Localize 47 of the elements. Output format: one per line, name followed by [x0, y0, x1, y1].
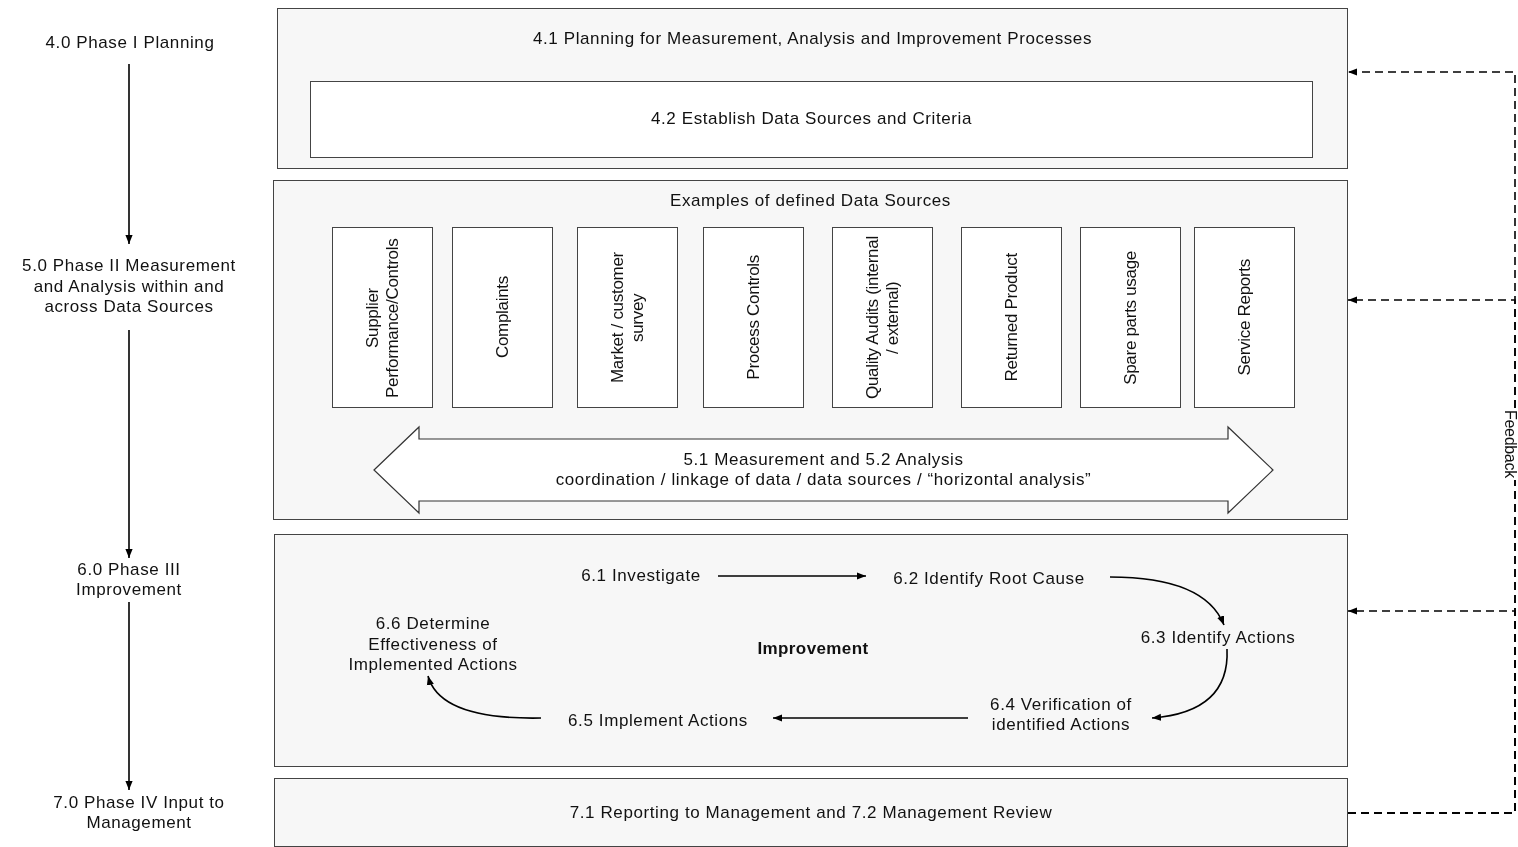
- phase-label: 4.0 Phase I Planning: [44, 32, 216, 54]
- step-label: 6.4 Verification of identified Actions: [989, 694, 1133, 736]
- process-box: [310, 81, 1313, 158]
- vertical-label: Market / customer survey: [607, 251, 648, 385]
- arrow: [1109, 576, 1225, 626]
- data-source-box: [332, 227, 433, 408]
- phase-panel: [273, 180, 1348, 520]
- step-label: 6.5 Implement Actions: [567, 710, 749, 732]
- arrow: [125, 601, 133, 791]
- vertical-label: Supplier Performance/Controls: [362, 236, 403, 400]
- panel-heading: Improvement: [756, 639, 870, 660]
- data-source-box: [452, 227, 553, 408]
- step-label: 6.1 Investigate: [580, 565, 702, 587]
- phase-label: 7.0 Phase IV Input to Management: [52, 792, 226, 834]
- phase-panel: [277, 8, 1348, 169]
- dashed-arrow: [1347, 607, 1516, 814]
- data-source-box: [1080, 227, 1181, 408]
- panel-title: 7.1 Reporting to Management and 7.2 Management Review: [568, 803, 1054, 824]
- arrow-label: 5.1 Measurement and 5.2 Analysis: [683, 449, 964, 470]
- vertical-label: Spare parts usage: [1120, 250, 1141, 385]
- arrow: [427, 675, 542, 719]
- data-source-box: [1194, 227, 1295, 408]
- step-label: 6.6 Determine Effectiveness of Implemented Actions: [347, 614, 519, 676]
- data-source-box: [703, 227, 804, 408]
- phase-label: 5.0 Phase II Measurement and Analysis within and across Data Sources: [21, 256, 237, 318]
- arrow: [717, 572, 867, 580]
- data-source-box: [577, 227, 678, 408]
- panel-title: 4.1 Planning for Measurement, Analysis and Improvement Processes: [531, 29, 1094, 50]
- vertical-label: Service Reports: [1234, 259, 1255, 376]
- phase-panel: [274, 534, 1348, 767]
- phase-label: 6.0 Phase III Improvement: [75, 559, 183, 601]
- data-source-box: [961, 227, 1062, 408]
- step-label: 6.2 Identify Root Cause: [892, 568, 1086, 590]
- arrow: [772, 714, 969, 722]
- panel-title: Examples of defined Data Sources: [669, 191, 952, 212]
- step-label: 6.3 Identify Actions: [1139, 627, 1297, 649]
- box-label: 4.2 Establish Data Sources and Criteria: [650, 109, 973, 130]
- vertical-label: Complaints: [492, 276, 513, 359]
- vertical-label: Returned Product: [1001, 253, 1022, 382]
- arrow: [125, 63, 133, 245]
- arrow: [125, 329, 133, 559]
- data-source-box: [832, 227, 933, 408]
- arrow-label: coordination / linkage of data / data sources / “horizontal analysis”: [555, 470, 1092, 491]
- phase-panel: [274, 778, 1348, 847]
- vertical-label: Quality Audits (internal / external): [862, 235, 903, 401]
- arrow: [1151, 648, 1228, 721]
- vertical-label: Process Controls: [743, 255, 764, 380]
